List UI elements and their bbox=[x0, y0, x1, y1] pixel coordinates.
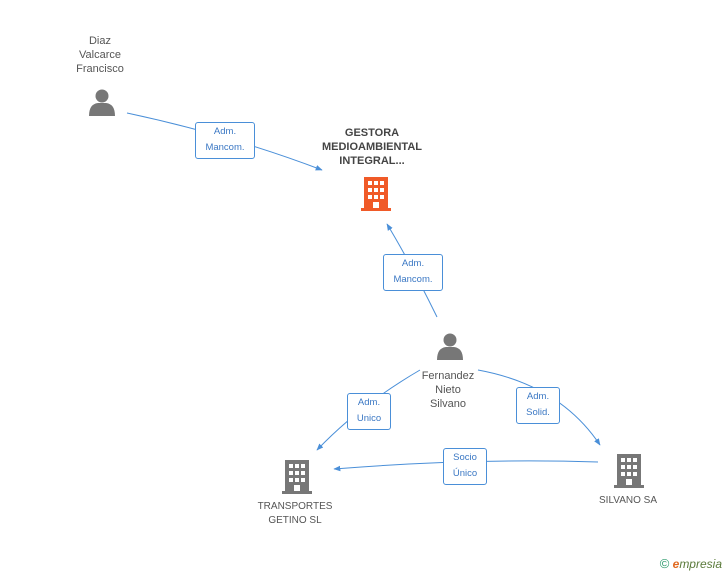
badge-line: Unico bbox=[356, 413, 382, 424]
badge-line: Adm. bbox=[401, 258, 425, 269]
label-line: Valcarce bbox=[79, 49, 121, 61]
label-line: SILVANO SA bbox=[599, 495, 657, 506]
label-line: GETINO SL bbox=[268, 515, 322, 526]
label-line: Nieto bbox=[435, 384, 461, 396]
label-line: Diaz bbox=[88, 35, 111, 47]
building-icon[interactable] bbox=[282, 460, 312, 494]
edge-badge-fernandez-gestora[interactable]: Adm. Mancom. bbox=[383, 254, 443, 291]
node-label-gestora[interactable]: GESTORA MEDIOAMBIENTAL INTEGRAL... bbox=[306, 126, 438, 168]
badge-line: Socio bbox=[453, 452, 477, 463]
building-icon[interactable] bbox=[614, 454, 644, 488]
label-line: Fernandez bbox=[421, 370, 475, 382]
node-label-transportes[interactable]: TRANSPORTES GETINO SL bbox=[240, 500, 350, 528]
edge-badge-fernandez-transportes[interactable]: Adm. Unico bbox=[347, 393, 391, 430]
badge-line: Único bbox=[452, 468, 478, 479]
building-icon[interactable] bbox=[361, 177, 391, 211]
person-icon[interactable] bbox=[437, 333, 463, 361]
badge-line: Mancom. bbox=[205, 142, 245, 153]
badge-line: Adm. bbox=[213, 126, 237, 137]
copyright-symbol: © bbox=[659, 556, 670, 571]
label-line: MEDIOAMBIENTAL bbox=[321, 141, 422, 153]
node-label-fernandez[interactable]: Fernandez Nieto Silvano bbox=[400, 369, 496, 411]
label-line: INTEGRAL... bbox=[339, 155, 405, 167]
badge-line: Solid. bbox=[526, 407, 550, 418]
brand-name: mpresia bbox=[679, 557, 722, 571]
empresia-logo: © empresia bbox=[660, 556, 722, 571]
edge-badge-diaz-gestora[interactable]: Adm. Mancom. bbox=[195, 122, 255, 159]
badge-line: Adm. bbox=[526, 391, 550, 402]
label-line: Silvano bbox=[429, 398, 467, 410]
brand-e: e bbox=[672, 557, 680, 571]
person-icon[interactable] bbox=[89, 89, 115, 117]
badge-line: Adm. bbox=[357, 397, 381, 408]
label-line: GESTORA bbox=[344, 127, 400, 139]
node-label-silvano[interactable]: SILVANO SA bbox=[580, 494, 676, 508]
edge-badge-silvano-transportes[interactable]: Socio Único bbox=[443, 448, 487, 485]
badge-line: Mancom. bbox=[393, 274, 433, 285]
label-line: TRANSPORTES bbox=[257, 501, 333, 512]
node-label-diaz[interactable]: Diaz Valcarce Francisco bbox=[50, 34, 150, 76]
edge-badge-fernandez-silvano[interactable]: Adm. Solid. bbox=[516, 387, 560, 424]
label-line: Francisco bbox=[76, 63, 124, 75]
